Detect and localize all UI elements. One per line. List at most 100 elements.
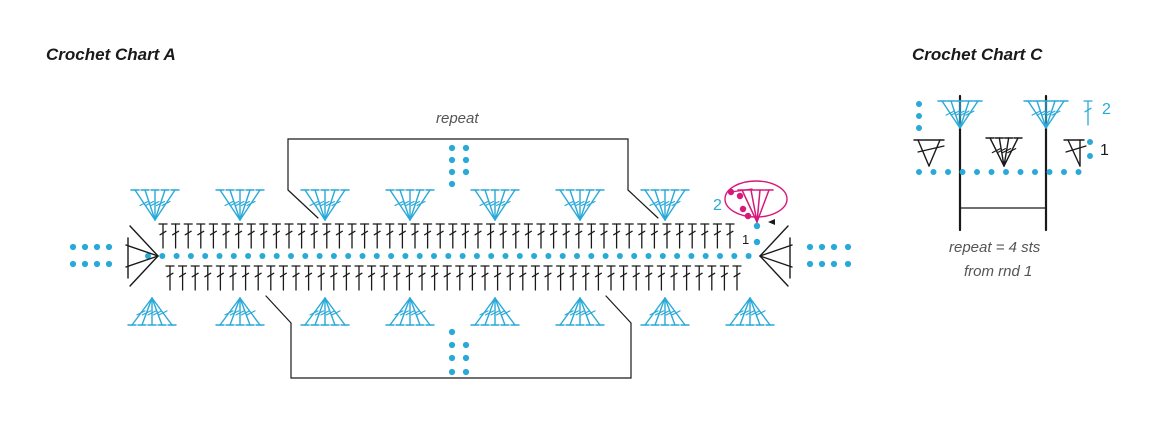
chain-cluster-right — [806, 243, 852, 268]
treble-stitch-symbol — [536, 223, 546, 249]
chart-a-symbols — [69, 138, 852, 379]
treble-stitch-symbol — [347, 223, 357, 249]
treble-row-lower — [165, 265, 742, 291]
treble-stitch-symbol — [442, 265, 452, 291]
treble-stitch-symbol — [505, 265, 515, 291]
treble-stitch-symbol — [574, 223, 584, 249]
treble-stitch-symbol — [271, 223, 282, 249]
treble-stitch-symbol — [278, 265, 289, 291]
treble-stitch-symbol — [259, 223, 269, 249]
chart-c-row-2-label: 2 — [1102, 101, 1111, 118]
treble-stitch-symbol — [681, 265, 692, 291]
treble-row-upper — [158, 223, 735, 249]
treble-stitch-symbol — [196, 223, 206, 249]
treble-stitch-symbol — [392, 265, 402, 291]
treble-stitch-symbol — [208, 223, 219, 249]
treble-stitch-symbol — [656, 265, 667, 291]
treble-stitch-symbol — [555, 265, 566, 291]
treble-stitch-symbol — [637, 223, 647, 249]
treble-stitch-symbol — [410, 223, 420, 249]
chain-dot-row-1 — [1087, 153, 1093, 159]
repeat-bracket-top — [287, 138, 659, 219]
shell-stitch-lower — [300, 297, 350, 326]
shell-stitch-upper — [1023, 100, 1069, 129]
treble-stitch-symbol — [599, 223, 609, 249]
chart-c-title: Crochet Chart C — [912, 45, 1043, 64]
shell-stitch-lower — [215, 297, 265, 326]
shell-stitch-lower — [127, 297, 177, 326]
shell-stitch-upper — [555, 189, 605, 221]
treble-stitch-symbol — [190, 265, 200, 291]
treble-stitch-symbol — [712, 223, 723, 249]
treble-stitch-symbol — [485, 223, 496, 249]
chain-column-left — [916, 101, 922, 131]
partial-shell-right — [1063, 139, 1087, 167]
treble-stitch-symbol — [354, 265, 364, 291]
shell-stitch-upper — [640, 189, 690, 221]
shell-stitch-upper — [385, 189, 435, 221]
treble-stitch-symbol — [296, 223, 307, 249]
end-fan-right — [759, 225, 793, 287]
treble-stitch-symbol — [183, 223, 193, 249]
treble-stitch-symbol — [460, 223, 471, 249]
treble-stitch-symbol — [253, 265, 263, 291]
treble-stitch-symbol — [568, 265, 578, 291]
treble-stitch-symbol — [303, 265, 314, 291]
foundation-chain-row — [145, 253, 752, 259]
treble-stitch-symbol — [422, 223, 433, 249]
treble-stitch-symbol — [674, 223, 685, 249]
treble-stitch-symbol — [492, 265, 503, 291]
chart-a-title: Crochet Chart A — [46, 45, 176, 64]
treble-stitch-symbol — [309, 223, 319, 249]
treble-stitch-symbol — [732, 265, 742, 291]
shell-stitch-upper — [937, 100, 983, 129]
highlighted-shell — [724, 180, 788, 225]
treble-stitch-symbol — [372, 223, 382, 249]
shell-stitch-lower — [385, 297, 435, 326]
treble-stitch-symbol — [473, 223, 483, 249]
start-chain-dot — [753, 238, 761, 246]
treble-stitch-symbol — [624, 223, 634, 249]
treble-stitch-symbol — [233, 223, 244, 249]
treble-stitch-symbol — [177, 265, 188, 291]
chain-column-top — [448, 144, 470, 188]
treble-stitch-symbol — [240, 265, 251, 291]
treble-stitch-symbol — [291, 265, 301, 291]
treble-stitch-symbol — [700, 223, 710, 249]
treble-stitch-symbol — [480, 265, 490, 291]
treble-stitch-symbol — [593, 265, 604, 291]
chart-a-row-2-label: 2 — [713, 197, 722, 214]
treble-stitch-symbol — [467, 265, 478, 291]
shell-stitch-upper — [215, 189, 265, 221]
chart-a-repeat-label: repeat — [436, 110, 479, 127]
repeat-bracket-bottom — [265, 295, 632, 379]
treble-stitch-symbol — [334, 223, 345, 249]
shell-stitch-lower — [640, 297, 690, 326]
treble-stitch-symbol — [687, 223, 697, 249]
end-fan-left — [125, 225, 159, 287]
treble-stitch-symbol — [694, 265, 704, 291]
treble-stitch-symbol — [379, 265, 389, 291]
treble-stitch-symbol — [548, 223, 559, 249]
treble-stitch-symbol — [165, 265, 175, 291]
treble-stitch-symbol — [662, 223, 672, 249]
shell-stitch-lower — [555, 297, 605, 326]
treble-stitch-symbol — [498, 223, 508, 249]
treble-stitch-symbol — [221, 223, 231, 249]
chart-c-symbols — [913, 94, 1093, 232]
shell-stitch-upper — [130, 189, 180, 221]
treble-stitch-symbol — [719, 265, 730, 291]
shell-stitch-lower — [985, 137, 1023, 167]
treble-stitch-symbol — [523, 223, 534, 249]
chart-c-row-1-label: 1 — [1100, 142, 1109, 159]
treble-stitch-symbol — [1083, 100, 1093, 126]
treble-stitch-symbol — [511, 223, 521, 249]
chain-row-bottom — [916, 169, 1082, 175]
treble-stitch-symbol — [329, 265, 339, 291]
treble-stitch-symbol — [649, 223, 660, 249]
treble-stitch-symbol — [417, 265, 427, 291]
treble-stitch-symbol — [341, 265, 352, 291]
treble-stitch-symbol — [316, 265, 326, 291]
treble-stitch-symbol — [586, 223, 597, 249]
